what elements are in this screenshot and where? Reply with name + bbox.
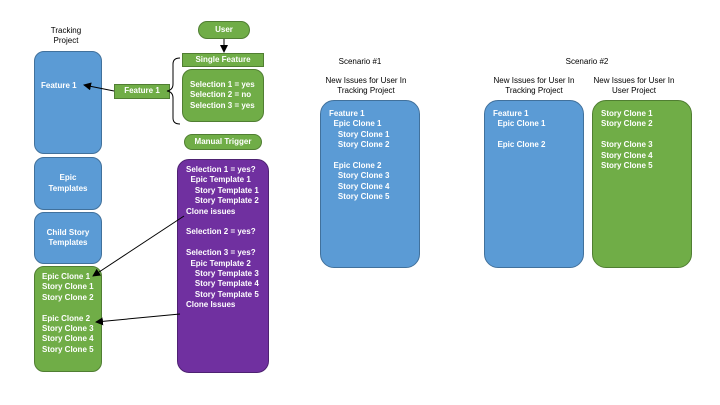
list-item: Story Clone 4 (601, 150, 653, 160)
clones-list: Epic Clone 1 Story Clone 1 Story Clone 2… (42, 272, 94, 355)
scenario-2-tracking-box: Feature 1 Epic Clone 1 Epic Clone 2 (484, 100, 584, 268)
scenario-1-box: Feature 1 Epic Clone 1 Story Clone 1 Sto… (320, 100, 420, 268)
list-item: Story Clone 3 (42, 324, 94, 334)
scenario-2-tracking-list: Feature 1 Epic Clone 1 Epic Clone 2 (493, 109, 545, 151)
list-item: Selection 3 = yes (190, 100, 255, 110)
list-item: Epic Clone 1 (493, 119, 546, 129)
single-feature-text: Single Feature (195, 54, 251, 64)
list-item: Story Template 4 (186, 279, 259, 289)
list-item: Epic Clone 1 (42, 272, 91, 281)
selections-box: Selection 1 = yes Selection 2 = no Selec… (182, 69, 264, 122)
list-item: Clone Issues (186, 300, 236, 310)
child-story-templates-text: Child Story (46, 227, 90, 237)
clones-box: Epic Clone 1 Story Clone 1 Story Clone 2… (34, 266, 102, 372)
list-item: Epic Clone 2 (329, 161, 382, 171)
user-pill: User (198, 21, 250, 39)
scenario-2-user-subtitle: New Issues for User In User Project (593, 76, 675, 95)
list-item: Selection 3 = yes? (186, 248, 256, 258)
clone-logic-list: Selection 1 = yes? Epic Template 1 Story… (186, 165, 259, 311)
list-item: Selection 2 = no (190, 90, 252, 100)
list-item: Epic Template 2 (186, 258, 251, 268)
list-item: Selection 1 = yes (190, 80, 255, 89)
list-item: Selection 1 = yes? (186, 165, 256, 174)
feature-1-text: Feature 1 (41, 81, 77, 90)
list-item: Story Template 3 (186, 269, 259, 279)
list-item: Story Clone 5 (329, 192, 390, 202)
scenario-2-tracking-subtitle: New Issues for User In Tracking Project (493, 76, 575, 95)
clone-issues-2-arrow (95, 313, 181, 326)
list-item: Story Template 5 (186, 289, 259, 299)
feature-1-label: Feature 1 (114, 84, 170, 99)
list-item: Feature 1 (493, 109, 529, 118)
selection-brace (166, 57, 181, 125)
list-item: Epic Template 1 (186, 175, 251, 185)
scenario-2-user-box: Story Clone 1 Story Clone 2 Story Clone … (592, 100, 692, 268)
list-item: Feature 1 (329, 109, 365, 118)
single-feature-box: Single Feature (182, 53, 264, 67)
list-item: Epic Clone 2 (42, 313, 91, 323)
user-text: User (215, 24, 233, 34)
list-item: Story Clone 3 (601, 140, 653, 150)
list-item: Story Clone 5 (42, 344, 94, 354)
manual-trigger-pill: Manual Trigger (184, 134, 262, 150)
list-item: Story Clone 4 (329, 181, 390, 191)
list-item: Story Clone 3 (329, 171, 390, 181)
scenario-1-list: Feature 1 Epic Clone 1 Story Clone 1 Sto… (329, 109, 389, 203)
clone-issues-1-arrow (92, 215, 185, 277)
list-item: Selection 2 = yes? (186, 227, 256, 237)
list-item: Story Clone 2 (42, 292, 94, 302)
epic-templates-box: Epic Templates (34, 157, 102, 210)
list-item: Clone issues (186, 206, 236, 216)
list-item: Story Clone 1 (601, 109, 653, 118)
list-item: Epic Clone 2 (493, 140, 546, 150)
list-item: Story Clone 2 (329, 140, 390, 150)
scenario-2-user-list: Story Clone 1 Story Clone 2 Story Clone … (601, 109, 653, 171)
scenario-1-subtitle: New Issues for User In Tracking Project (325, 76, 407, 95)
selections-list: Selection 1 = yes Selection 2 = no Selec… (190, 80, 255, 111)
feature-label-arrow (83, 82, 115, 92)
child-story-templates-box: Child Story Templates (34, 212, 102, 264)
manual-trigger-text: Manual Trigger (194, 136, 252, 146)
scenario-1-title: Scenario #1 (338, 57, 382, 66)
list-item: Story Clone 5 (601, 161, 653, 171)
list-item: Story Template 1 (186, 185, 259, 195)
clone-logic-box: Selection 1 = yes? Epic Template 1 Story… (177, 159, 269, 373)
feature-1-label-text: Feature 1 (124, 86, 160, 96)
epic-templates-text: Epic (59, 173, 77, 183)
list-item: Story Clone 2 (601, 119, 653, 129)
list-item: Story Clone 1 (329, 129, 390, 139)
list-item: Epic Clone 1 (329, 119, 382, 129)
list-item: Story Clone 4 (42, 334, 94, 344)
list-item: Story Template 2 (186, 196, 259, 206)
scenario-2-title: Scenario #2 (565, 57, 609, 66)
tracking-project-title: Tracking Project (50, 26, 82, 45)
list-item: Story Clone 1 (42, 282, 94, 292)
feature-1-box: Feature 1 (34, 51, 102, 154)
